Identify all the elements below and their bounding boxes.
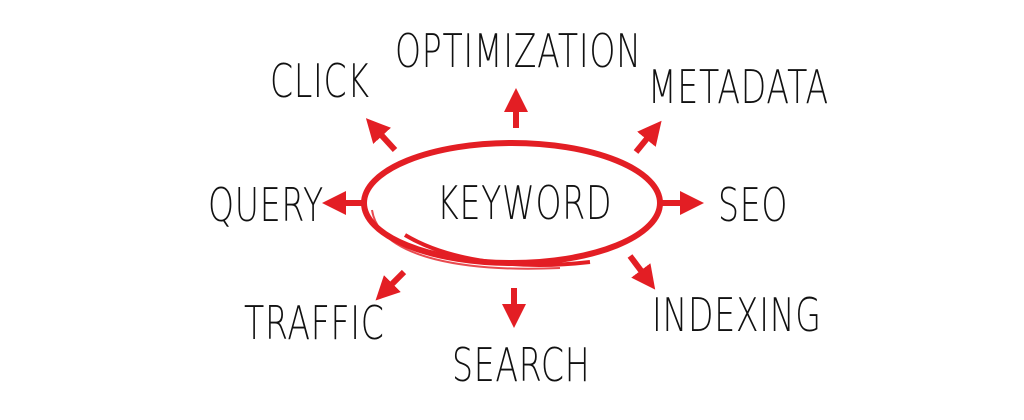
arrow-up-right-icon [633, 120, 662, 154]
center-ellipse [361, 140, 663, 270]
arrow-down-right-icon [627, 254, 656, 290]
node-seo-label: SEO [718, 178, 789, 232]
arrow-up-left-icon [365, 118, 398, 153]
arrow-down-left-icon [375, 269, 407, 301]
node-query-label: QUERY [208, 178, 324, 232]
node-search-label: SEARCH [452, 338, 591, 392]
node-optimization-label: OPTIMIZATION [395, 24, 642, 78]
node-traffic-label: TRAFFIC [244, 296, 385, 350]
node-metadata-label: METADATA [648, 60, 829, 114]
node-click-label: CLICK [270, 54, 370, 108]
node-indexing-label: INDEXING [652, 288, 822, 342]
center-keyword-label: KEYWORD [437, 176, 613, 230]
